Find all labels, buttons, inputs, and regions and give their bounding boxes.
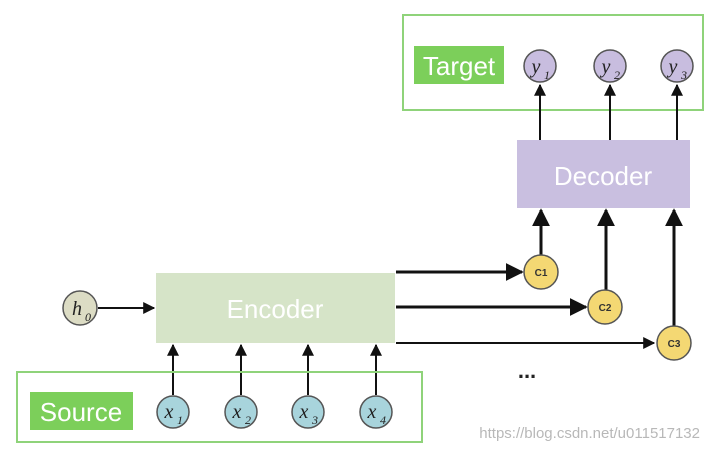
svg-text:4: 4 [380,413,386,427]
output-node-y3: y 3 [660,49,694,83]
input-node-x2: x 2 [224,395,258,429]
initial-state-h0: h 0 [62,290,98,326]
source-label-bg [30,392,133,430]
output-node-y2: y 2 [593,49,627,83]
output-node-y1: y 1 [523,49,557,83]
source-frame [16,371,423,443]
svg-text:x: x [299,401,309,423]
watermark: https://blog.csdn.net/u011517132 [479,425,700,442]
svg-text:2: 2 [245,413,251,427]
svg-text:y: y [530,56,541,78]
encoder-box [156,273,395,343]
svg-text:x: x [164,401,174,423]
svg-text:1: 1 [177,413,183,427]
context-node-c3: C3 [656,325,692,361]
svg-text:2: 2 [614,68,620,82]
input-node-x4: x 4 [359,395,393,429]
svg-text:x: x [367,401,377,423]
target-label-bg [414,46,504,84]
svg-text:y: y [600,56,611,78]
svg-text:C2: C2 [599,303,612,314]
source-label: Source [40,397,122,427]
svg-text:C1: C1 [535,268,548,279]
decoder-box [517,140,690,208]
svg-text:C3: C3 [668,339,681,350]
target-label: Target [423,51,496,81]
svg-text:x: x [232,401,242,423]
encoder-label: Encoder [227,294,324,324]
target-frame [402,14,704,111]
ellipsis: ... [518,358,536,383]
svg-text:3: 3 [680,68,687,82]
svg-text:0: 0 [85,310,91,324]
svg-text:h: h [72,298,82,320]
decoder-label: Decoder [554,161,653,191]
input-node-x1: x 1 [156,395,190,429]
svg-text:1: 1 [544,68,550,82]
context-node-c2: C2 [587,289,623,325]
svg-text:3: 3 [311,413,318,427]
input-node-x3: x 3 [291,395,325,429]
svg-text:y: y [667,56,678,78]
context-node-c1: C1 [523,254,559,290]
